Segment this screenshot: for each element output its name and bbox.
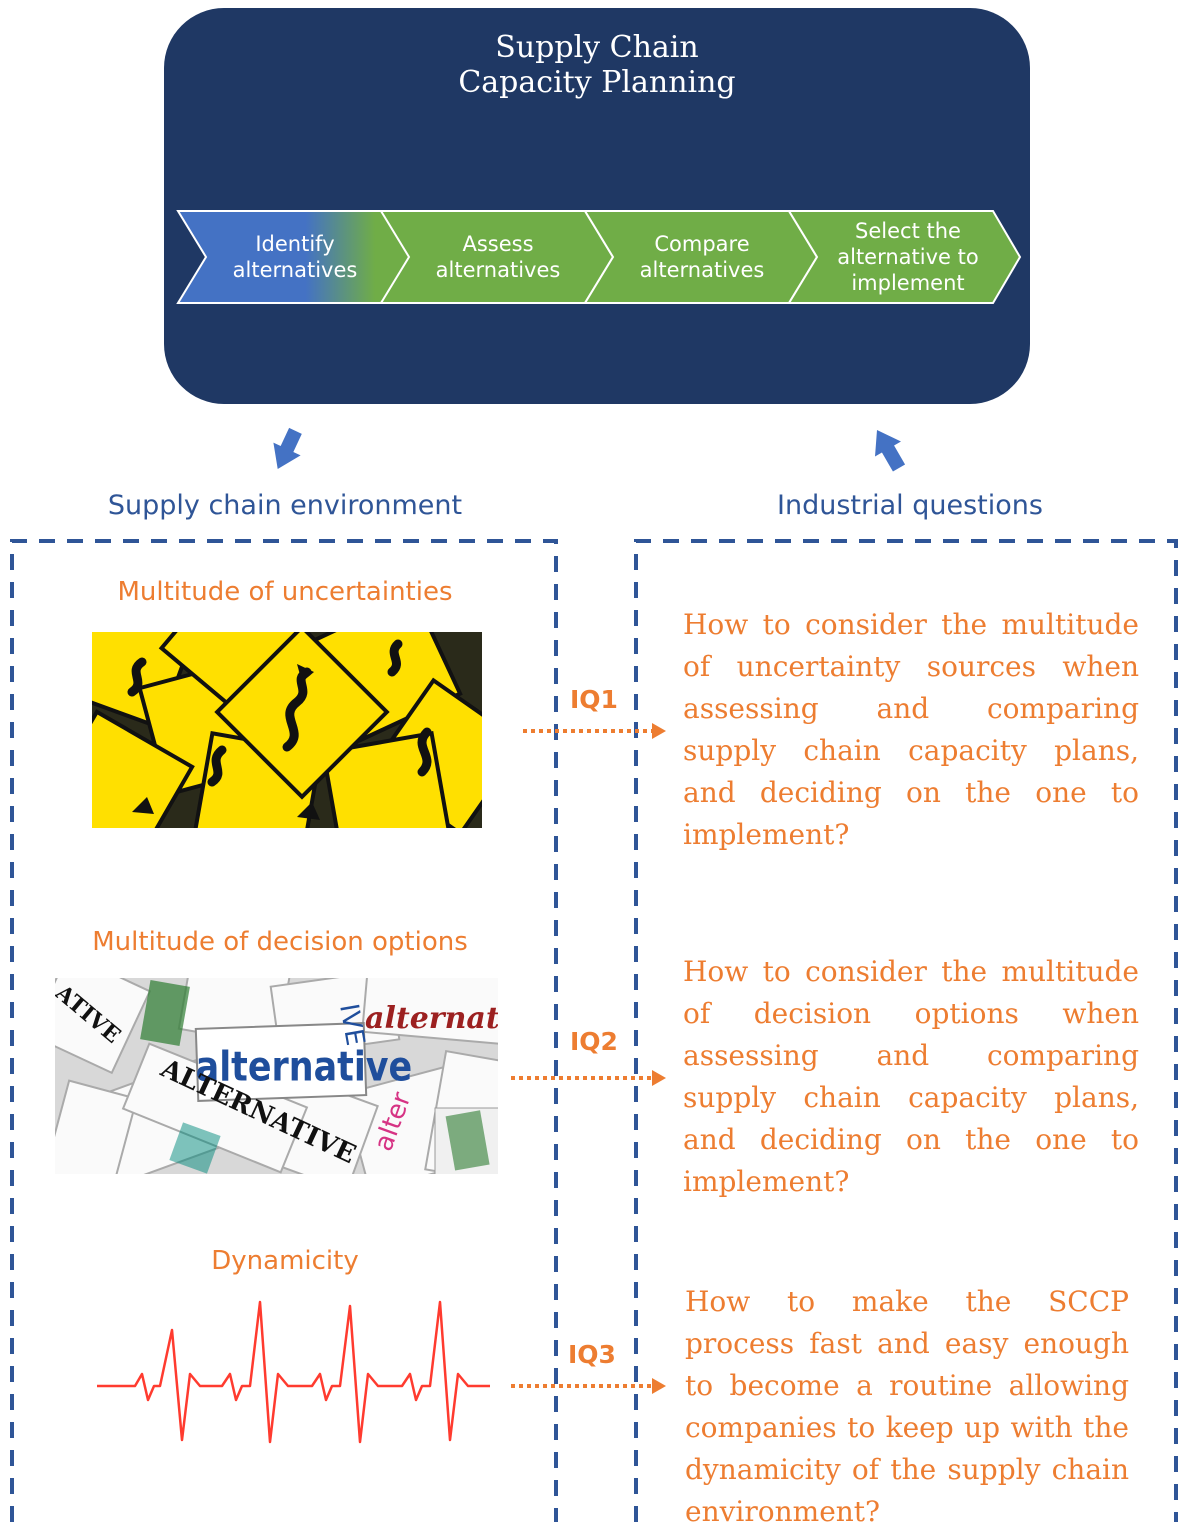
step-4-line3: implement xyxy=(851,271,965,295)
alternative-word-main: alternative xyxy=(196,1043,413,1092)
left-section-title: Supply chain environment xyxy=(107,490,463,521)
iq3-arrow xyxy=(511,1378,666,1394)
decision-options-title: Multitude of decision options xyxy=(92,927,468,957)
uncertainties-title: Multitude of uncertainties xyxy=(117,577,453,607)
alternative-words-image: alternative ALTERNATIVE alternati ATIVE … xyxy=(55,978,498,1174)
process-chevrons xyxy=(176,210,1022,304)
step-4-chevron xyxy=(787,210,1022,304)
step-2-line1: Assess xyxy=(462,232,534,256)
step-2-label: Assess alternatives xyxy=(417,231,579,283)
step-4-line2: alternative to xyxy=(837,245,979,269)
down-arrow-icon xyxy=(273,427,302,469)
panel-title-line1: Supply Chain xyxy=(495,30,699,65)
question-iq2: How to consider the multitude of decisio… xyxy=(683,955,1139,1198)
heartbeat-line xyxy=(97,1300,490,1444)
up-arrow-icon xyxy=(875,429,906,472)
alternative-word-frag3: IVE xyxy=(333,1002,370,1048)
panel-title: Supply Chain Capacity Planning xyxy=(164,30,1030,100)
step-4-label: Select the alternative to implement xyxy=(822,218,994,296)
iq1-arrow xyxy=(523,723,666,739)
panel-title-line2: Capacity Planning xyxy=(458,65,736,100)
step-4-line1: Select the xyxy=(855,219,961,243)
iq3-label: IQ3 xyxy=(568,1340,616,1369)
iq2-label: IQ2 xyxy=(570,1027,618,1056)
right-section-title: Industrial questions xyxy=(777,490,1043,521)
step-2-line2: alternatives xyxy=(435,258,561,282)
step-3-label: Compare alternatives xyxy=(621,231,783,283)
step-1-label: Identify alternatives xyxy=(214,231,376,283)
step-1-line2: alternatives xyxy=(232,258,358,282)
alternative-word-script: alternati xyxy=(365,1001,498,1036)
dynamicity-title: Dynamicity xyxy=(211,1246,359,1276)
process-panel xyxy=(164,8,1030,404)
step-3-line1: Compare xyxy=(654,232,750,256)
left-section-box xyxy=(10,539,558,1522)
step-1-line1: Identify xyxy=(255,232,335,256)
iq1-label: IQ1 xyxy=(570,685,618,714)
road-signs-image xyxy=(92,632,482,828)
right-section-box xyxy=(634,539,1178,1522)
step-3-line2: alternatives xyxy=(639,258,765,282)
question-iq3: How to make the SCCP process fast and ea… xyxy=(685,1285,1129,1528)
iq2-arrow xyxy=(511,1070,666,1086)
question-iq1: How to consider the multitude of uncerta… xyxy=(683,608,1139,851)
